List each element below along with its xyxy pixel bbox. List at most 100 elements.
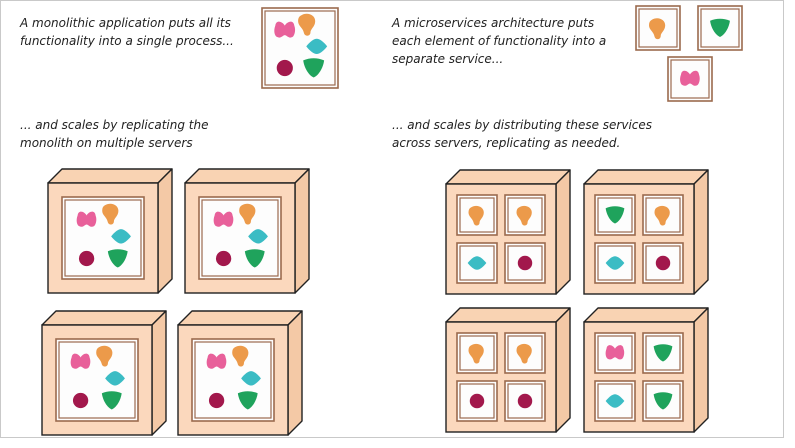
server-top-face: [445, 307, 571, 323]
service-frame: [456, 242, 498, 284]
pink-blob-fill: [76, 211, 97, 227]
server-top-face: [583, 169, 709, 185]
service-frame: [667, 56, 713, 102]
orange-blob-icon: [654, 205, 670, 226]
teal-diamond-fill: [111, 229, 131, 244]
orange-blob-icon: [468, 205, 484, 226]
orange-blob-fill: [516, 343, 532, 364]
monolith-server: [184, 168, 310, 294]
green-shield-icon: [244, 249, 265, 268]
frame-inner-line: [58, 341, 136, 419]
orange-blob-icon: [96, 345, 113, 367]
maroon-circle-icon: [517, 255, 533, 271]
teal-diamond-icon: [241, 371, 261, 386]
maroon-circle-fill: [276, 59, 293, 77]
server-side-face: [555, 169, 571, 295]
green-shield-fill: [237, 391, 258, 410]
orange-blob-fill: [102, 203, 119, 225]
green-shield-fill: [710, 18, 730, 37]
service-instance: [594, 242, 636, 284]
pink-blob-fill: [274, 21, 296, 38]
pink-blob-icon: [274, 21, 296, 38]
microservice-server: [583, 307, 709, 433]
frame-inner-line: [459, 383, 495, 419]
monolith-intro-caption: A monolithic application puts all its fu…: [20, 16, 234, 48]
maroon-circle-icon: [517, 393, 533, 409]
service-instance: [504, 242, 546, 284]
service-instance: [456, 332, 498, 374]
orange-blob-fill: [649, 18, 666, 40]
teal-diamond-icon: [467, 256, 487, 270]
frame-inner-line: [507, 245, 543, 281]
green-shield-fill: [303, 58, 325, 78]
pink-blob-icon: [70, 353, 91, 369]
pink-blob-fill: [605, 345, 625, 360]
pink-blob-icon: [680, 70, 700, 86]
server-side-face: [294, 168, 310, 294]
maroon-circle-fill: [208, 392, 225, 409]
monolith-server: [177, 310, 303, 436]
monolith-scale-caption: ... and scales by replicating the monoli…: [20, 118, 209, 150]
standalone-service: [667, 56, 713, 102]
server-side-face: [287, 310, 303, 436]
teal-diamond-icon: [248, 229, 268, 244]
service-instance: [642, 332, 684, 374]
frame-inner-line: [700, 8, 740, 48]
maroon-circle-icon: [208, 392, 225, 409]
green-shield-icon: [710, 18, 730, 37]
teal-diamond-fill: [605, 256, 625, 270]
standalone-service: [635, 5, 681, 51]
green-shield-icon: [653, 344, 673, 362]
server-top-face: [583, 307, 709, 323]
microservices-scale-caption: ... and scales by distributing these ser…: [392, 118, 653, 150]
frame-inner-line: [645, 383, 681, 419]
teal-diamond-icon: [111, 229, 131, 244]
pink-blob-icon: [206, 353, 227, 369]
orange-blob-icon: [468, 343, 484, 364]
server-top-face: [41, 310, 167, 326]
maroon-circle-fill: [517, 393, 533, 409]
green-shield-fill: [605, 206, 625, 224]
green-shield-icon: [605, 206, 625, 224]
maroon-circle-fill: [517, 255, 533, 271]
teal-diamond-fill: [248, 229, 268, 244]
service-instance: [642, 194, 684, 236]
server-top-face: [184, 168, 310, 184]
frame-outer-line: [667, 56, 713, 102]
service-instance: [504, 194, 546, 236]
teal-diamond-icon: [605, 394, 625, 408]
frame-inner-line: [638, 8, 678, 48]
orange-blob-fill: [468, 343, 484, 364]
maroon-circle-icon: [276, 59, 293, 77]
green-shield-fill: [653, 392, 673, 410]
server-side-face: [151, 310, 167, 436]
monolith-server: [41, 310, 167, 436]
teal-diamond-fill: [467, 256, 487, 270]
maroon-circle-icon: [78, 250, 95, 267]
frame-inner-line: [459, 335, 495, 371]
orange-blob-icon: [516, 205, 532, 226]
frame-inner-line: [201, 199, 279, 277]
green-shield-fill: [107, 249, 128, 268]
service-frame: [594, 332, 636, 374]
frame-inner-line: [645, 335, 681, 371]
single-monolith-process: [261, 7, 339, 89]
microservice-server: [583, 169, 709, 295]
green-shield-fill: [101, 391, 122, 410]
green-shield-icon: [101, 391, 122, 410]
service-instance: [642, 380, 684, 422]
frame-inner-line: [670, 59, 710, 99]
server-side-face: [157, 168, 173, 294]
frame-inner-line: [264, 10, 336, 86]
frame-inner-line: [597, 197, 633, 233]
frame-inner-line: [459, 245, 495, 281]
green-shield-icon: [653, 392, 673, 410]
maroon-circle-fill: [655, 255, 671, 271]
maroon-circle-fill: [469, 393, 485, 409]
microservices-intro-caption: A microservices architecture puts each e…: [392, 16, 607, 66]
orange-blob-icon: [232, 345, 249, 367]
pink-blob-icon: [76, 211, 97, 227]
maroon-circle-fill: [78, 250, 95, 267]
microservice-server: [445, 307, 571, 433]
